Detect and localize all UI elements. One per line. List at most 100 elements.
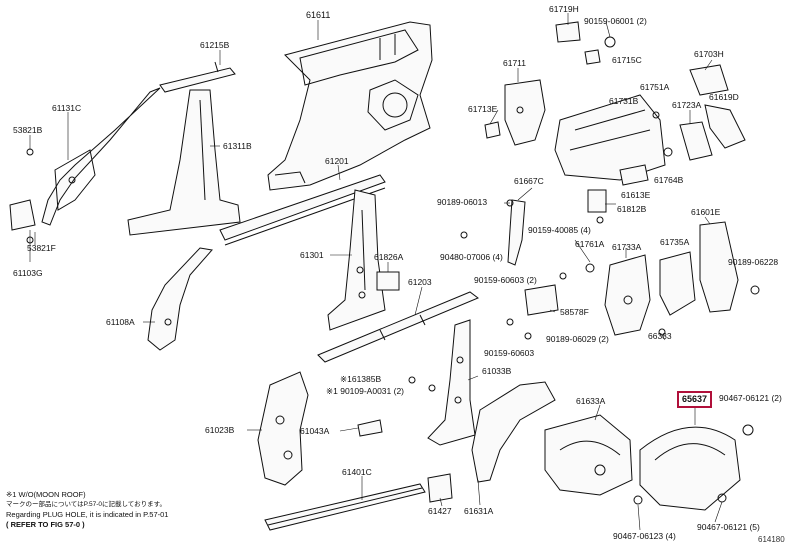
part-61711-shape[interactable]: [504, 79, 546, 146]
part-61401C-shape[interactable]: [264, 483, 426, 531]
part-61043A-shape[interactable]: [357, 419, 383, 437]
part-90109-shape[interactable]: [428, 384, 436, 392]
label-53821F[interactable]: 53821F: [27, 243, 56, 253]
part-61735A-shape[interactable]: [659, 251, 696, 316]
part-61733A-shape[interactable]: [604, 254, 651, 336]
label-61613E[interactable]: 61613E: [621, 190, 651, 200]
part-61731B-shape[interactable]: [554, 94, 666, 181]
label-90467-06121-2[interactable]: 90467-06121 (2): [719, 393, 782, 403]
part-90480-07006-shape[interactable]: [460, 231, 468, 239]
label-90189-06029[interactable]: 90189-06029 (2): [546, 334, 609, 344]
label-58578F[interactable]: 58578F: [560, 307, 589, 317]
label-90189-06228[interactable]: 90189-06228: [728, 257, 779, 267]
part-61826A-shape[interactable]: [376, 271, 400, 291]
figure-code: 614180: [758, 535, 785, 544]
part-61723A-shape[interactable]: [679, 121, 713, 161]
part-61427-shape[interactable]: [427, 473, 453, 503]
label-61131C[interactable]: 61131C: [52, 103, 82, 113]
part-90159-40085-shape[interactable]: [596, 216, 604, 224]
label-53821B[interactable]: 53821B: [13, 125, 43, 135]
part-61633A-shape[interactable]: [544, 414, 633, 496]
part-61715C-shape[interactable]: [584, 49, 601, 65]
label-61715C[interactable]: 61715C: [612, 55, 642, 65]
part-61033B-shape[interactable]: [427, 319, 476, 446]
label-61201[interactable]: 61201: [325, 156, 349, 166]
label-90467-06123[interactable]: 90467-06123 (4): [613, 531, 676, 541]
part-61613E-shape[interactable]: [619, 164, 649, 186]
part-61601E-shape[interactable]: [699, 221, 739, 313]
part-61301-shape[interactable]: [327, 189, 386, 331]
part-61719H-shape[interactable]: [555, 21, 581, 43]
label-90159-60603-2[interactable]: 90159-60603 (2): [474, 275, 537, 285]
label-61619D[interactable]: 61619D: [709, 92, 739, 102]
label-61719H[interactable]: 61719H: [549, 4, 579, 14]
label-61311B[interactable]: 61311B: [223, 141, 252, 151]
part-61215B-shape[interactable]: [159, 61, 236, 93]
part-61108A-shape[interactable]: [147, 247, 213, 351]
label-61103G[interactable]: 61103G: [13, 268, 43, 278]
label-61401C[interactable]: 61401C: [342, 467, 372, 477]
label-61667C[interactable]: 61667C: [514, 176, 544, 186]
label-90159-40085[interactable]: 90159-40085 (4): [528, 225, 591, 235]
part-61713E-shape[interactable]: [484, 121, 501, 139]
label-61751A[interactable]: 61751A: [640, 82, 670, 92]
label-61108A[interactable]: 61108A: [106, 317, 135, 327]
label-61731B[interactable]: 61731B: [609, 96, 639, 106]
note-plug-hole: Regarding PLUG HOLE, it is indicated in …: [6, 510, 169, 519]
label-61713E[interactable]: 61713E: [468, 104, 498, 114]
part-61812B-shape[interactable]: [587, 189, 607, 213]
label-90480-07006[interactable]: 90480-07006 (4): [440, 252, 503, 262]
part-61764B-shape[interactable]: [663, 147, 673, 157]
label-61711[interactable]: 61711: [503, 58, 527, 68]
label-61215B[interactable]: 61215B: [200, 40, 230, 50]
leader-lines: [29, 13, 723, 531]
label-61385B[interactable]: ※161385B: [340, 374, 382, 384]
part-61619D-shape[interactable]: [704, 104, 746, 149]
part-61203-shape[interactable]: [317, 291, 479, 363]
label-61735A[interactable]: 61735A: [660, 237, 690, 247]
label-61764B[interactable]: 61764B: [654, 175, 684, 185]
note-refer-fig: ( REFER TO FIG 57-0 ): [6, 520, 85, 529]
label-61812B[interactable]: 61812B: [617, 204, 647, 214]
label-61733A[interactable]: 61733A: [612, 242, 642, 252]
label-61611[interactable]: 61611: [306, 10, 331, 20]
part-61385B-shape[interactable]: [408, 376, 416, 384]
label-61633A[interactable]: 61633A: [576, 396, 606, 406]
label-61723A[interactable]: 61723A: [672, 100, 702, 110]
part-61631A-shape[interactable]: [471, 381, 556, 483]
part-61703H-shape[interactable]: [689, 64, 729, 96]
label-61043A[interactable]: 61043A: [300, 426, 330, 436]
label-66383[interactable]: 66383: [648, 331, 672, 341]
label-61631A[interactable]: 61631A: [464, 506, 494, 516]
label-61203[interactable]: 61203: [408, 277, 432, 287]
part-61023B-shape[interactable]: [257, 371, 309, 486]
label-61703H[interactable]: 61703H: [694, 49, 724, 59]
note-moon-roof: ※1 W/O(MOON ROOF): [6, 490, 86, 499]
label-65637-highlighted[interactable]: 65637: [677, 391, 713, 408]
part-61611-shape[interactable]: [267, 21, 433, 191]
label-61601E[interactable]: 61601E: [691, 207, 721, 217]
label-90159-06001[interactable]: 90159-06001 (2): [584, 16, 647, 26]
label-90109-A0031[interactable]: ※1 90109-A0031 (2): [326, 386, 405, 396]
label-61033B[interactable]: 61033B: [482, 366, 512, 376]
part-61667C-shape[interactable]: [507, 199, 526, 266]
part-58578F-shape[interactable]: [524, 284, 559, 316]
label-90467-06121-5[interactable]: 90467-06121 (5): [697, 522, 760, 532]
part-61103G-shape[interactable]: [9, 199, 36, 231]
label-90159-60603[interactable]: 90159-60603: [484, 348, 535, 358]
part-61131C-shape[interactable]: [41, 87, 161, 226]
label-90189-06013[interactable]: 90189-06013: [437, 197, 488, 207]
part-65637-shape[interactable]: [633, 424, 754, 511]
label-61301[interactable]: 61301: [300, 250, 324, 260]
part-61311B-shape[interactable]: [127, 89, 241, 236]
part-61751A-shape[interactable]: [652, 111, 660, 119]
part-90159-06001-shape[interactable]: [604, 36, 616, 48]
label-61761A[interactable]: 61761A: [575, 239, 605, 249]
part-90189-06228-shape[interactable]: [750, 285, 760, 295]
note-block: ※1 W/O(MOON ROOF) マークのー部品についてはP.57-0に記載し…: [6, 490, 168, 530]
label-61826A[interactable]: 61826A: [374, 252, 404, 262]
label-61427[interactable]: 61427: [428, 506, 452, 516]
label-61023B[interactable]: 61023B: [205, 425, 235, 435]
